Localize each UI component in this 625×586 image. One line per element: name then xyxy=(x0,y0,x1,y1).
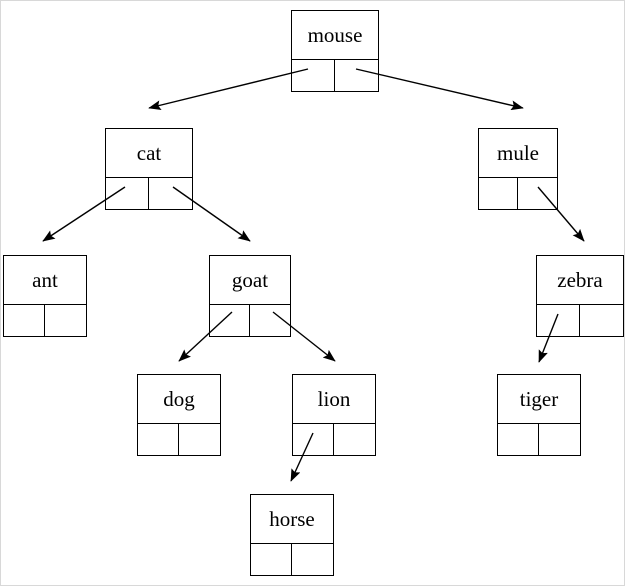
tree-node-left-pointer-mouse[interactable] xyxy=(292,60,335,91)
tree-node-left-pointer-ant[interactable] xyxy=(4,305,45,336)
tree-node-label-mule: mule xyxy=(479,129,557,178)
tree-node-label-tiger: tiger xyxy=(498,375,580,424)
tree-node-label-lion: lion xyxy=(293,375,375,424)
tree-node-right-pointer-cat[interactable] xyxy=(149,178,192,209)
tree-node-pointers-goat xyxy=(210,305,290,336)
tree-node-left-pointer-goat[interactable] xyxy=(210,305,250,336)
tree-edge-mouse-to-cat xyxy=(148,68,309,110)
tree-node-left-pointer-zebra[interactable] xyxy=(537,305,580,336)
tree-node-left-pointer-lion[interactable] xyxy=(293,424,334,455)
tree-edge-mouse-to-mule xyxy=(355,68,524,111)
tree-node-left-pointer-dog[interactable] xyxy=(138,424,179,455)
tree-node-mouse[interactable]: mouse xyxy=(291,10,379,92)
tree-node-left-pointer-tiger[interactable] xyxy=(498,424,539,455)
tree-node-pointers-zebra xyxy=(537,305,623,336)
tree-node-label-zebra: zebra xyxy=(537,256,623,305)
tree-node-label-mouse: mouse xyxy=(292,11,378,60)
tree-node-cat[interactable]: cat xyxy=(105,128,193,210)
tree-node-right-pointer-mule[interactable] xyxy=(518,178,557,209)
tree-node-label-dog: dog xyxy=(138,375,220,424)
tree-node-right-pointer-zebra[interactable] xyxy=(580,305,623,336)
tree-node-label-goat: goat xyxy=(210,256,290,305)
tree-node-tiger[interactable]: tiger xyxy=(497,374,581,456)
tree-node-pointers-mule xyxy=(479,178,557,209)
tree-node-right-pointer-ant[interactable] xyxy=(45,305,86,336)
tree-node-right-pointer-mouse[interactable] xyxy=(335,60,378,91)
tree-node-label-cat: cat xyxy=(106,129,192,178)
tree-node-left-pointer-horse[interactable] xyxy=(251,544,292,575)
tree-node-left-pointer-cat[interactable] xyxy=(106,178,149,209)
tree-node-right-pointer-horse[interactable] xyxy=(292,544,333,575)
tree-node-right-pointer-tiger[interactable] xyxy=(539,424,580,455)
tree-node-pointers-cat xyxy=(106,178,192,209)
tree-node-ant[interactable]: ant xyxy=(3,255,87,337)
tree-node-zebra[interactable]: zebra xyxy=(536,255,624,337)
tree-node-pointers-dog xyxy=(138,424,220,455)
tree-node-pointers-lion xyxy=(293,424,375,455)
tree-node-label-ant: ant xyxy=(4,256,86,305)
tree-node-right-pointer-goat[interactable] xyxy=(250,305,290,336)
tree-node-right-pointer-lion[interactable] xyxy=(334,424,375,455)
tree-node-right-pointer-dog[interactable] xyxy=(179,424,220,455)
tree-node-horse[interactable]: horse xyxy=(250,494,334,576)
tree-node-dog[interactable]: dog xyxy=(137,374,221,456)
tree-node-pointers-tiger xyxy=(498,424,580,455)
tree-node-left-pointer-mule[interactable] xyxy=(479,178,518,209)
tree-node-label-horse: horse xyxy=(251,495,333,544)
tree-node-goat[interactable]: goat xyxy=(209,255,291,337)
tree-node-pointers-ant xyxy=(4,305,86,336)
tree-node-pointers-mouse xyxy=(292,60,378,91)
tree-node-pointers-horse xyxy=(251,544,333,575)
tree-node-lion[interactable]: lion xyxy=(292,374,376,456)
tree-node-mule[interactable]: mule xyxy=(478,128,558,210)
